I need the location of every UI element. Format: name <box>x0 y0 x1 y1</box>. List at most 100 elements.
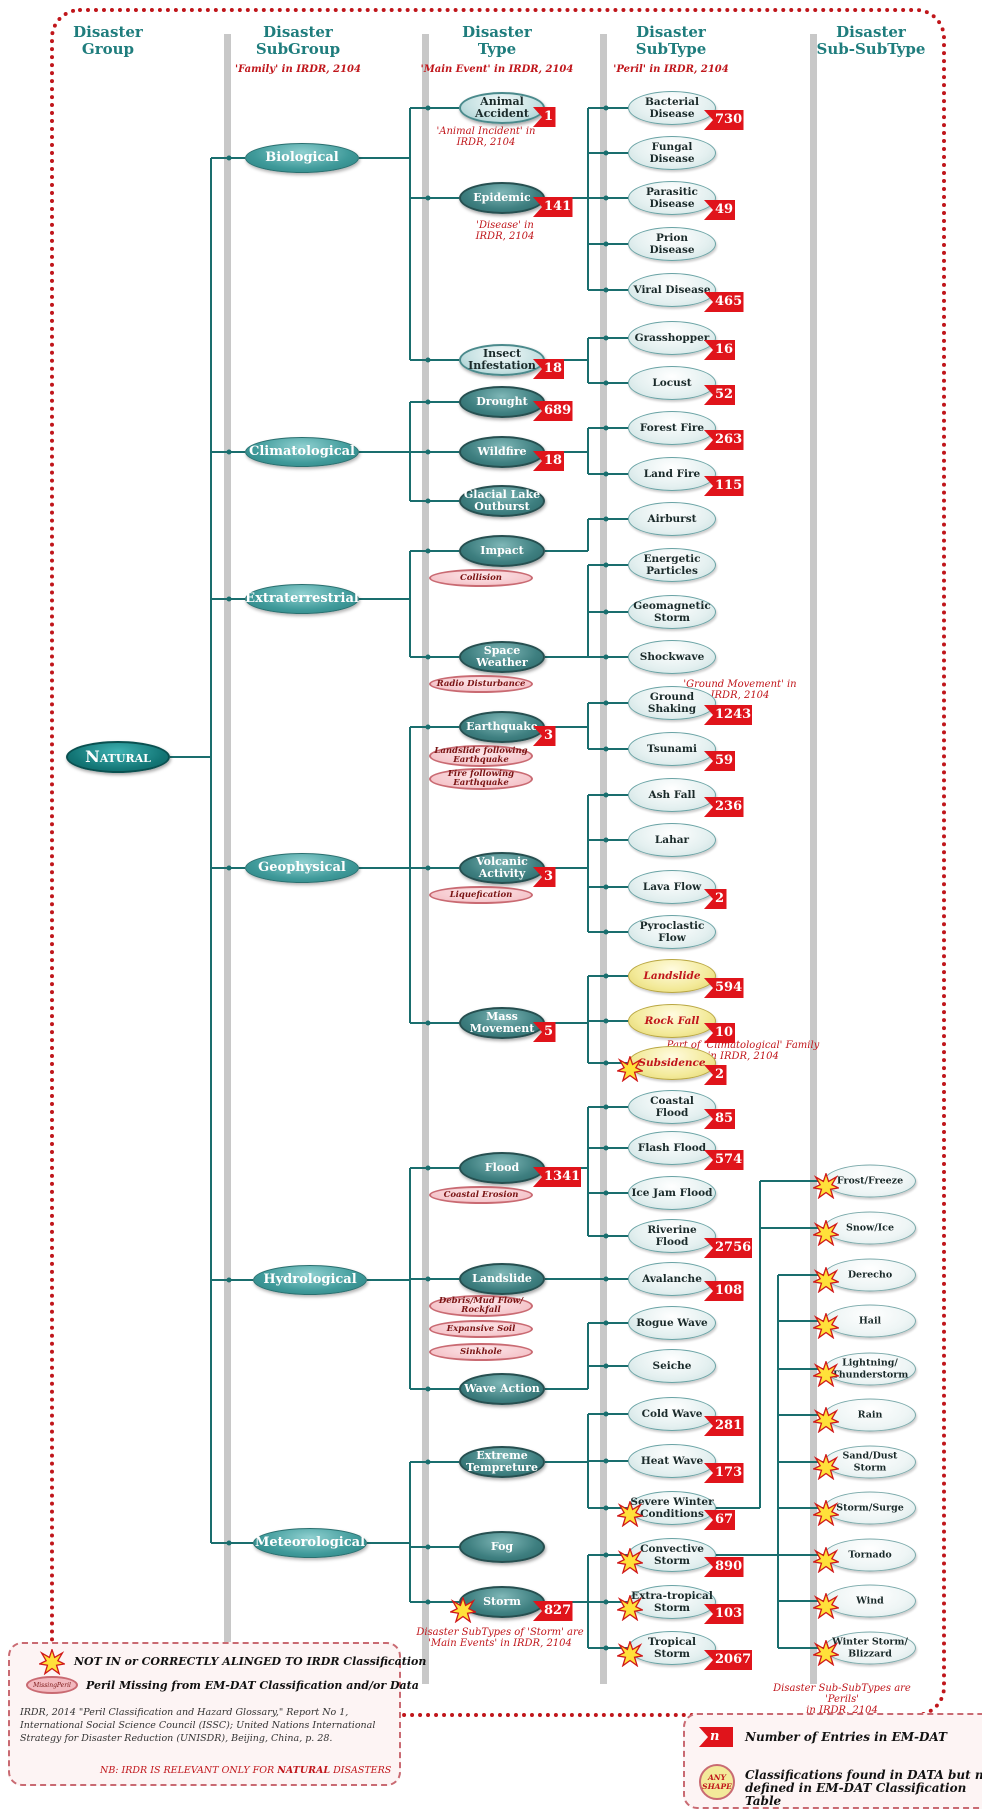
type-node-extreme[interactable]: Extreme Tempreture <box>459 1446 545 1478</box>
subtype-node-grasshopper[interactable]: Grasshopper <box>628 321 716 355</box>
subtype-column-bar <box>600 34 607 1684</box>
subsubtype-node-hail[interactable]: Hail <box>824 1304 916 1338</box>
type-node-glacial[interactable]: Glacial Lake Outburst <box>459 485 545 517</box>
subsubtype-node-frost[interactable]: Frost/Freeze <box>824 1164 916 1198</box>
header-subsubtype: Disaster Sub-SubType <box>816 23 926 58</box>
count-badge-earthquake: 3 <box>533 726 556 746</box>
subtype-node-landslide_st[interactable]: Landslide <box>628 959 716 993</box>
natural-root-node[interactable]: Natural <box>66 741 170 773</box>
subtype-node-coldwave[interactable]: Cold Wave <box>628 1397 716 1431</box>
subtype-node-tsunami[interactable]: Tsunami <box>628 732 716 766</box>
subsubtype-node-lightning[interactable]: Lightning/ Thunderstorm <box>824 1352 916 1386</box>
subtype-node-extratropical[interactable]: Extra-tropical Storm <box>628 1585 716 1619</box>
type-node-insect[interactable]: Insect Infestation <box>459 344 545 376</box>
connector-dot <box>603 516 609 522</box>
connector-dot <box>603 973 609 979</box>
connector-dot <box>603 1276 609 1282</box>
legend-star-text: NOT IN or CORRECTLY ALINGED TO IRDR Clas… <box>74 1655 427 1668</box>
subtype-node-forestfire[interactable]: Forest Fire <box>628 411 716 445</box>
type-node-wave[interactable]: Wave Action <box>459 1373 545 1405</box>
subtype-node-subsidence[interactable]: Subsidence <box>628 1046 716 1080</box>
star-icon <box>813 1500 839 1526</box>
subsubtype-node-derecho[interactable]: Derecho <box>824 1258 916 1292</box>
subtype-node-landfire[interactable]: Land Fire <box>628 457 716 491</box>
legend-box: NOT IN or CORRECTLY ALINGED TO IRDR Clas… <box>8 1642 426 1786</box>
count-badge-tsunami: 59 <box>704 751 735 771</box>
subtype-node-seiche[interactable]: Seiche <box>628 1349 716 1383</box>
subsubtype-node-snow[interactable]: Snow/Ice <box>824 1211 916 1245</box>
type-node-impact[interactable]: Impact <box>459 535 545 567</box>
subtype-node-lahar[interactable]: Lahar <box>628 823 716 857</box>
group-node-hyd[interactable]: Hydrological <box>253 1265 367 1295</box>
legend-count-text: Number of Entries in EM-DAT <box>745 1730 947 1744</box>
type-node-landslide[interactable]: Landslide <box>459 1263 545 1295</box>
connector-dot <box>425 357 431 363</box>
legend-box-counts: n Number of Entries in EM-DAT ANY SHAPE … <box>683 1713 982 1809</box>
subtype-node-pyroclastic[interactable]: Pyroclastic Flow <box>628 915 716 949</box>
subsubtype-node-tornado[interactable]: Tornado <box>824 1538 916 1572</box>
header-subtype-note: 'Peril' in IRDR, 2104 <box>613 64 729 75</box>
connector-dot <box>226 155 232 161</box>
subtype-node-groundshaking[interactable]: Ground Shaking <box>628 686 716 720</box>
subtype-node-lavaflow[interactable]: Lava Flow <box>628 870 716 904</box>
star-icon <box>617 1056 643 1082</box>
subsubtype-node-sanddust[interactable]: Sand/Dust Storm <box>824 1445 916 1479</box>
type-node-mass[interactable]: Mass Movement <box>459 1007 545 1039</box>
subtype-node-flash[interactable]: Flash Flood <box>628 1131 716 1165</box>
type-node-animal[interactable]: Animal Accident <box>459 92 545 124</box>
subsubtype-node-winterstorm[interactable]: Winter Storm/ Blizzard <box>824 1631 916 1665</box>
type-node-wildfire[interactable]: Wildfire <box>459 436 545 468</box>
subtype-node-parasitic[interactable]: Parasitic Disease <box>628 181 716 215</box>
subtype-node-energetic[interactable]: Energetic Particles <box>628 548 716 582</box>
count-badge-parasitic: 49 <box>704 200 735 220</box>
subsubtype-node-rain[interactable]: Rain <box>824 1398 916 1432</box>
type-node-earthquake[interactable]: Earthquake <box>459 711 545 743</box>
type-node-epidemic[interactable]: Epidemic <box>459 182 545 214</box>
subtype-node-rockfall[interactable]: Rock Fall <box>628 1004 716 1038</box>
legend-shape-text: Classifications found in DATA but not de… <box>745 1768 982 1808</box>
subtype-node-tropical[interactable]: Tropical Storm <box>628 1631 716 1665</box>
type-node-flood[interactable]: Flood <box>459 1152 545 1184</box>
count-badge-flood: 1341 <box>533 1167 581 1187</box>
count-badge-subsidence: 2 <box>704 1065 727 1085</box>
missing-peril-fire_eq: Fire following Earthquake <box>429 768 533 790</box>
group-node-cli[interactable]: Climatological <box>245 437 359 467</box>
subtype-node-icejam[interactable]: Ice Jam Flood <box>628 1176 716 1210</box>
legend-nb-suffix: DISASTERS <box>330 1765 392 1776</box>
type-node-space[interactable]: Space Weather <box>459 641 545 673</box>
count-badge-convective: 890 <box>704 1557 744 1577</box>
subtype-node-bacterial[interactable]: Bacterial Disease <box>628 91 716 125</box>
subtype-node-avalanche[interactable]: Avalanche <box>628 1262 716 1296</box>
header-subgroup-note: 'Family' in IRDR, 2104 <box>235 64 361 75</box>
group-node-bio[interactable]: Biological <box>245 143 359 173</box>
group-node-met[interactable]: Meteorological <box>253 1528 367 1558</box>
type-node-fog[interactable]: Fog <box>459 1531 545 1563</box>
subtype-node-rogue[interactable]: Rogue Wave <box>628 1306 716 1340</box>
group-node-geo[interactable]: Geophysical <box>245 853 359 883</box>
subtype-node-ashfall[interactable]: Ash Fall <box>628 778 716 812</box>
connector-dot <box>425 1276 431 1282</box>
type-node-volcanic[interactable]: Volcanic Activity <box>459 852 545 884</box>
count-badge-extratropical: 103 <box>704 1604 744 1624</box>
subtype-node-geomagnetic[interactable]: Geomagnetic Storm <box>628 595 716 629</box>
subtype-node-locust[interactable]: Locust <box>628 366 716 400</box>
subtype-node-riverine[interactable]: Riverine Flood <box>628 1219 716 1253</box>
subtype-node-airburst[interactable]: Airburst <box>628 502 716 536</box>
subtype-node-convective[interactable]: Convective Storm <box>628 1538 716 1572</box>
subtype-node-heatwave[interactable]: Heat Wave <box>628 1444 716 1478</box>
missing-peril-coastalerosion: Coastal Erosion <box>429 1186 533 1204</box>
subsubtype-node-wind[interactable]: Wind <box>824 1584 916 1618</box>
star-icon <box>813 1220 839 1246</box>
subtype-node-fungal[interactable]: Fungal Disease <box>628 136 716 170</box>
subtype-node-severewinter[interactable]: Severe Winter Conditions <box>628 1491 716 1525</box>
subtype-node-viral[interactable]: Viral Disease <box>628 273 716 307</box>
count-badge-wildfire: 18 <box>533 451 564 471</box>
type-node-drought[interactable]: Drought <box>459 386 545 418</box>
type-column-bar <box>422 34 429 1684</box>
subtype-node-shockwave[interactable]: Shockwave <box>628 640 716 674</box>
group-node-ext[interactable]: Extraterrestrial <box>245 584 359 614</box>
subtype-node-coastal[interactable]: Coastal Flood <box>628 1090 716 1124</box>
count-badge-grasshopper: 16 <box>704 340 735 360</box>
connector-dot <box>603 1552 609 1558</box>
subtype-node-prion[interactable]: Prion Disease <box>628 227 716 261</box>
